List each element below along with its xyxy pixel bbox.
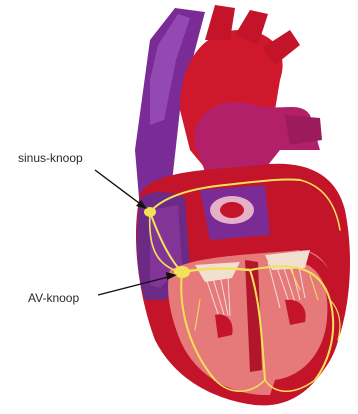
av-node-label: AV-knoop: [28, 291, 79, 305]
av-node: [174, 266, 190, 278]
aortic-branch-left: [205, 5, 235, 40]
pulmonary-vein-opening-inner: [220, 202, 244, 218]
sinus-node-label: sinus-knoop: [18, 151, 83, 165]
pulmonary-artery-right-branch: [285, 115, 322, 145]
